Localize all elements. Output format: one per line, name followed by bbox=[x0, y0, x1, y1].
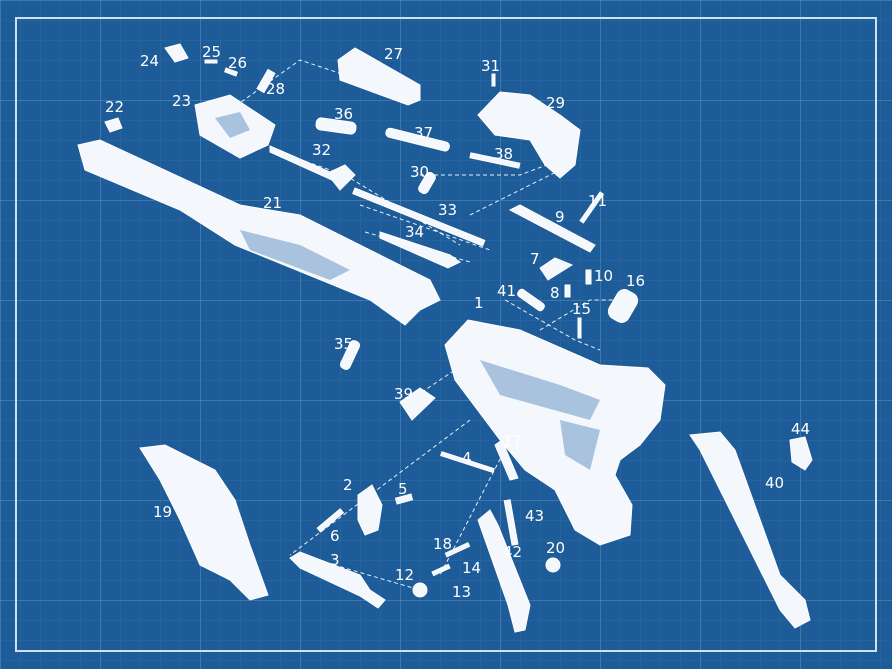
label-part-37: 37 bbox=[414, 124, 433, 142]
label-part-23: 23 bbox=[172, 92, 191, 110]
label-part-6: 6 bbox=[330, 527, 340, 545]
screw-part-20 bbox=[545, 557, 561, 573]
label-part-17: 17 bbox=[503, 432, 522, 450]
spring-part-28 bbox=[256, 68, 276, 94]
label-part-25: 25 bbox=[202, 43, 221, 61]
label-part-9: 9 bbox=[555, 208, 565, 226]
label-part-3: 3 bbox=[330, 551, 340, 569]
label-part-32: 32 bbox=[312, 141, 331, 159]
receiver-frame-part bbox=[444, 319, 666, 546]
label-part-7: 7 bbox=[530, 250, 540, 268]
label-part-43: 43 bbox=[525, 507, 544, 525]
spring-part-6 bbox=[316, 508, 345, 533]
pin-part-26 bbox=[224, 67, 238, 77]
pin-part-18 bbox=[444, 542, 471, 558]
trigger-part bbox=[357, 484, 383, 536]
pin-part-14 bbox=[431, 563, 451, 577]
pin-part-31 bbox=[491, 73, 496, 87]
label-part-34: 34 bbox=[405, 223, 424, 241]
cap-part-16 bbox=[607, 289, 639, 323]
label-part-13: 13 bbox=[452, 583, 471, 601]
pin-part-25 bbox=[204, 59, 218, 64]
blueprint-frame bbox=[15, 17, 877, 652]
toggle-link-part bbox=[337, 47, 421, 106]
spring-part-33 bbox=[352, 187, 486, 247]
label-part-24: 24 bbox=[140, 52, 159, 70]
grip-panel-part bbox=[139, 444, 269, 601]
label-part-31: 31 bbox=[481, 57, 500, 75]
label-part-11: 11 bbox=[588, 192, 607, 210]
label-part-4: 4 bbox=[462, 449, 472, 467]
pin-part-39 bbox=[399, 387, 436, 421]
label-part-28: 28 bbox=[266, 80, 285, 98]
label-part-42: 42 bbox=[503, 543, 522, 561]
label-part-2: 2 bbox=[343, 476, 353, 494]
pin-part-38 bbox=[469, 152, 521, 169]
pin-part-35 bbox=[339, 340, 361, 370]
label-part-10: 10 bbox=[594, 267, 613, 285]
label-part-27: 27 bbox=[384, 45, 403, 63]
trigger-bar-part bbox=[289, 551, 386, 609]
label-part-19: 19 bbox=[153, 503, 172, 521]
label-part-14: 14 bbox=[462, 559, 481, 577]
label-part-8: 8 bbox=[550, 284, 560, 302]
label-part-36: 36 bbox=[334, 105, 353, 123]
pin-part-11 bbox=[579, 191, 605, 224]
front-sight-part bbox=[104, 117, 123, 133]
label-part-12: 12 bbox=[395, 566, 414, 584]
axle-part-30 bbox=[418, 171, 436, 195]
lever-part-7 bbox=[539, 257, 574, 281]
pin-part-8 bbox=[564, 284, 571, 298]
label-part-21: 21 bbox=[263, 194, 282, 212]
label-part-29: 29 bbox=[546, 94, 565, 112]
screw-part-12 bbox=[412, 582, 428, 598]
barrel-part bbox=[77, 139, 441, 326]
label-part-20: 20 bbox=[546, 539, 565, 557]
label-part-22: 22 bbox=[105, 98, 124, 116]
lever-part-42 bbox=[477, 509, 531, 633]
lever-part-9 bbox=[508, 204, 596, 253]
pin-part-37 bbox=[385, 127, 450, 152]
label-part-15: 15 bbox=[572, 300, 591, 318]
label-part-18: 18 bbox=[433, 535, 452, 553]
label-part-5: 5 bbox=[398, 480, 408, 498]
magazine-part bbox=[689, 431, 811, 629]
label-part-33: 33 bbox=[438, 201, 457, 219]
label-part-1: 1 bbox=[474, 294, 484, 312]
pin-part-4 bbox=[440, 451, 495, 474]
toggle-block-part bbox=[194, 94, 276, 159]
rod-part-34 bbox=[379, 231, 461, 269]
firing-pin-part bbox=[269, 145, 356, 191]
label-part-35: 35 bbox=[334, 335, 353, 353]
pin-part-10 bbox=[585, 269, 592, 285]
pin-part-15 bbox=[577, 317, 582, 339]
label-part-40: 40 bbox=[765, 474, 784, 492]
spring-part-43 bbox=[503, 499, 519, 546]
rear-toggle-part bbox=[477, 91, 581, 179]
label-part-38: 38 bbox=[494, 145, 513, 163]
label-part-30: 30 bbox=[410, 163, 429, 181]
pin-part-24 bbox=[164, 43, 189, 63]
washer-part-44 bbox=[789, 436, 813, 471]
label-part-39: 39 bbox=[394, 385, 413, 403]
pin-part-41 bbox=[517, 288, 545, 312]
label-part-41: 41 bbox=[497, 282, 516, 300]
pin-part-36 bbox=[315, 117, 357, 135]
part-number-labels: 1 2 3 4 5 6 7 8 9 10 11 12 13 14 15 16 1… bbox=[105, 43, 810, 601]
label-part-26: 26 bbox=[228, 54, 247, 72]
label-part-44: 44 bbox=[791, 420, 810, 438]
label-part-16: 16 bbox=[626, 272, 645, 290]
spring-part-17 bbox=[494, 439, 519, 481]
pin-part-5 bbox=[394, 493, 414, 505]
